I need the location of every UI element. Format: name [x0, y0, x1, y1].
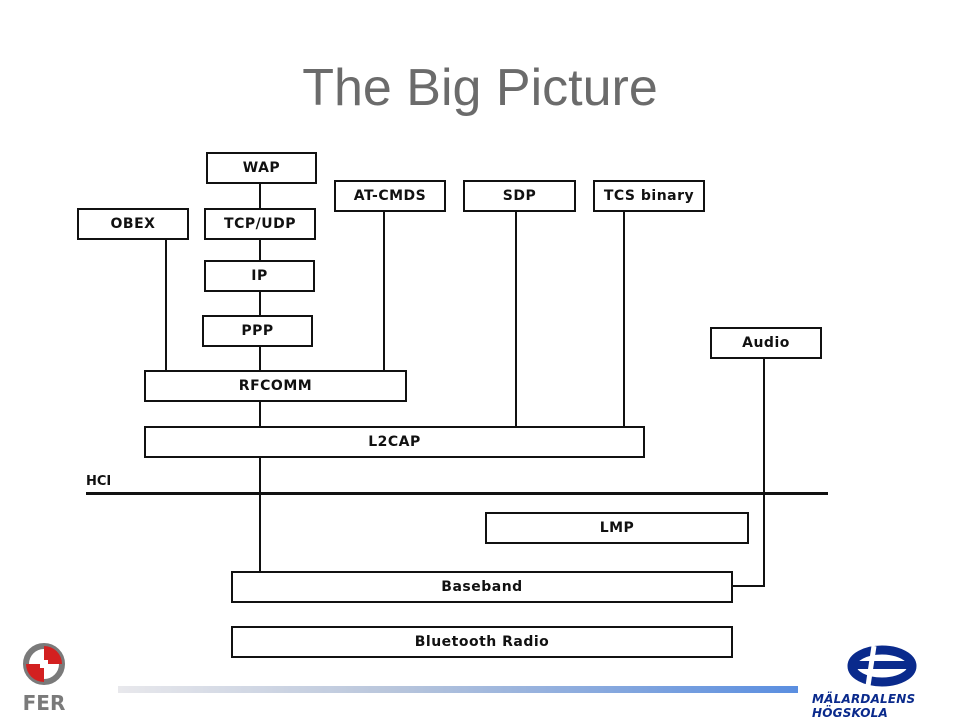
fer-logo: FER: [23, 643, 66, 715]
at-cmds-box: AT-CMDS: [334, 180, 446, 212]
page-title: The Big Picture: [302, 59, 658, 117]
wap-box: WAP: [206, 152, 317, 184]
ppp-box: PPP: [202, 315, 313, 347]
fer-logo-text: FER: [23, 691, 66, 715]
connector-wap-tcpudp: [259, 183, 261, 209]
hci-boundary-line: [86, 492, 828, 495]
tcs-binary-box: TCS binary: [593, 180, 705, 212]
connector-l2cap-baseband: [259, 456, 261, 571]
ip-box: IP: [204, 260, 315, 292]
footer-gradient-bar: [118, 686, 798, 693]
connector-audio-baseband: [763, 357, 765, 587]
rfcomm-box: RFCOMM: [144, 370, 407, 402]
obex-box: OBEX: [77, 208, 189, 240]
connector-rfcomm-l2cap: [259, 400, 261, 426]
bluetooth-radio-box: Bluetooth Radio: [231, 626, 733, 658]
connector-ip-ppp: [259, 290, 261, 316]
connector-audio-baseband-horizontal: [731, 585, 765, 587]
l2cap-box: L2CAP: [144, 426, 645, 458]
connector-atcmds-rfcomm: [383, 210, 385, 370]
lmp-box: LMP: [485, 512, 749, 544]
tcp-udp-box: TCP/UDP: [204, 208, 316, 240]
connector-tcs-l2cap: [623, 210, 625, 426]
baseband-box: Baseband: [231, 571, 733, 603]
sdp-box: SDP: [463, 180, 576, 212]
audio-box: Audio: [710, 327, 822, 359]
connector-obex-rfcomm: [165, 238, 167, 370]
connector-sdp-l2cap: [515, 210, 517, 426]
malardalen-logo: [847, 645, 917, 687]
hci-label: HCI: [86, 474, 112, 489]
connector-ppp-rfcomm: [259, 345, 261, 370]
malardalen-logo-text: MÄLARDALENS HÖGSKOLA: [812, 692, 916, 720]
connector-tcpudp-ip: [259, 238, 261, 260]
